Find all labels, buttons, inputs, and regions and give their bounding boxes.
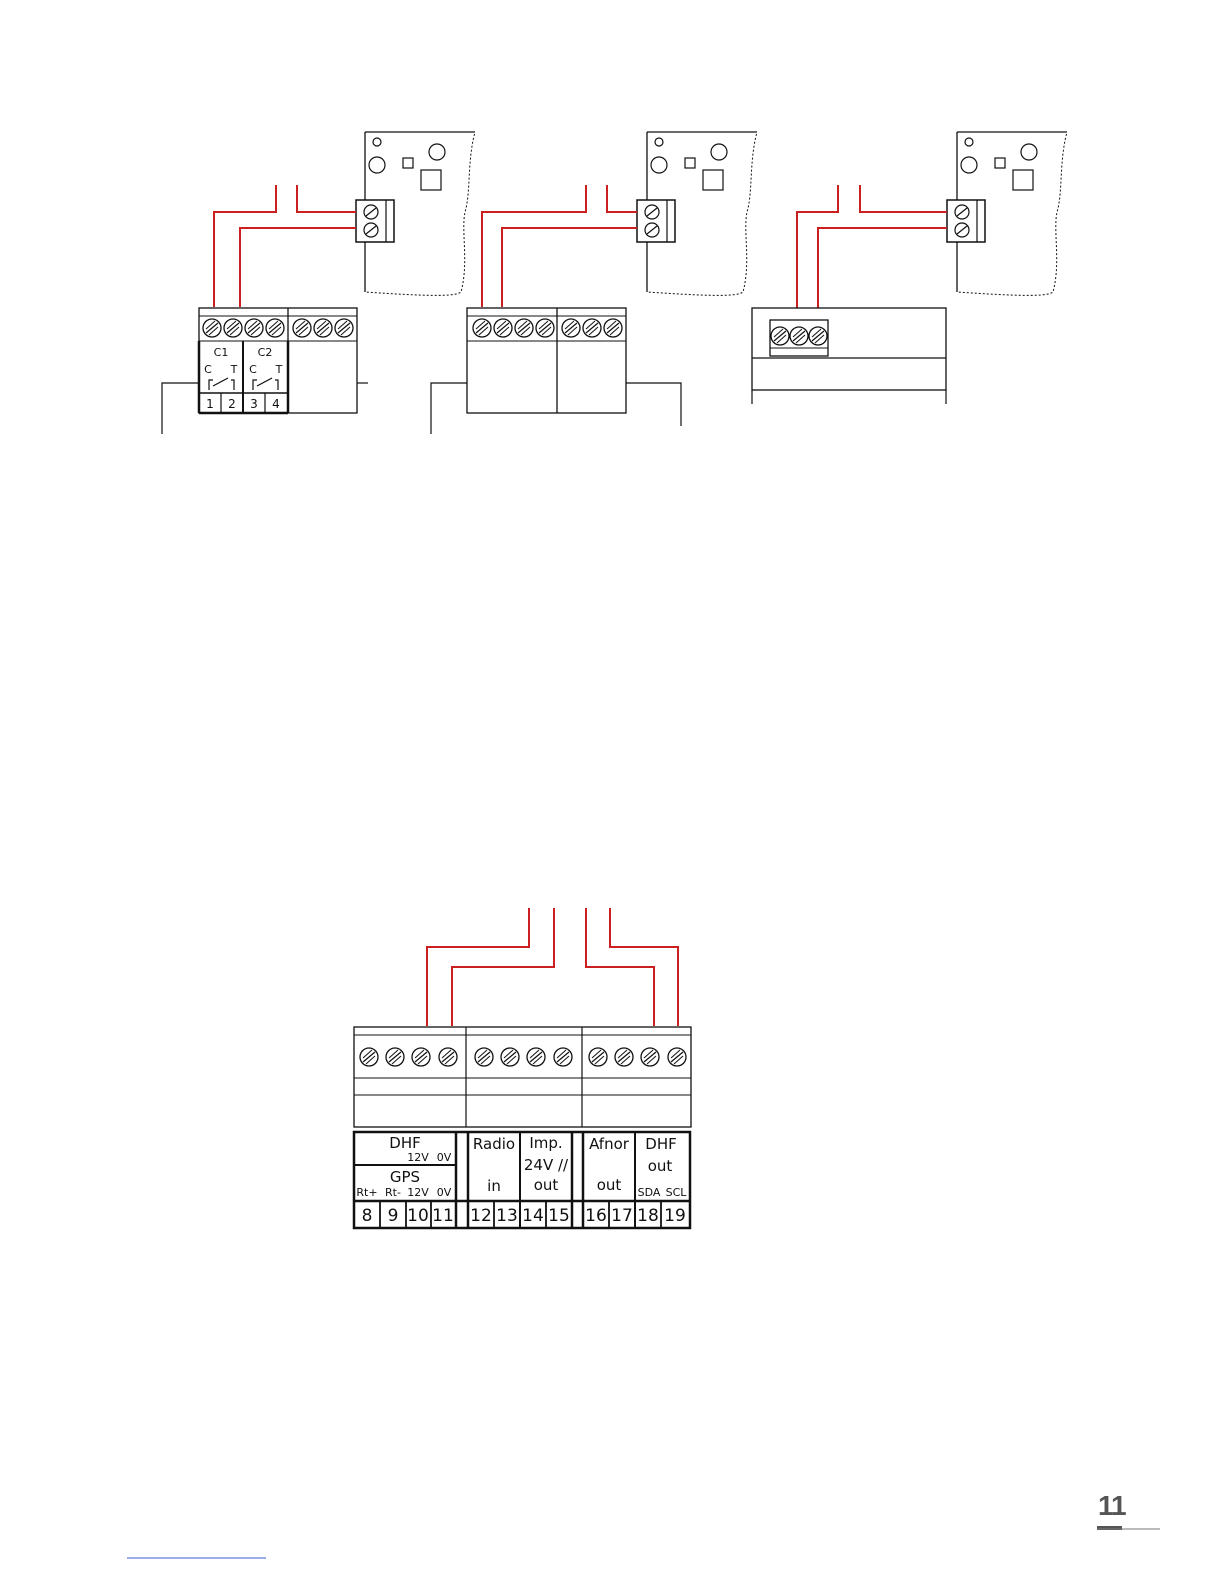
dhf-12v-label: 12V: [407, 1151, 429, 1164]
terminal-number: 13: [496, 1206, 518, 1226]
terminal-number: 8: [362, 1206, 373, 1226]
diagram-1: C1 C2 C T C T 1 2 3 4: [162, 132, 475, 434]
relay-label-c2: C2: [258, 346, 273, 359]
gps-12v-label: 12V: [407, 1186, 429, 1199]
terminal-number: 4: [272, 397, 280, 411]
terminal-number: 18: [637, 1206, 659, 1226]
terminal-number: 11: [432, 1206, 454, 1226]
pcb-terminal-1: [356, 200, 394, 242]
scl-label: SCL: [666, 1186, 688, 1199]
pcb-terminal-2: [637, 200, 675, 242]
terminal-number: 17: [611, 1206, 633, 1226]
main-terminal-block: [354, 1027, 691, 1127]
dhf-out-out-label: out: [648, 1157, 673, 1175]
terminal-number: 9: [388, 1206, 399, 1226]
red-wires-2: [482, 185, 637, 307]
radio-in-label: in: [487, 1177, 501, 1195]
afnor-out-label: out: [597, 1176, 622, 1194]
imp-label: Imp.: [529, 1134, 562, 1152]
gps-0v-label: 0V: [437, 1186, 452, 1199]
terminal-number: 16: [585, 1206, 607, 1226]
red-wires-main: [427, 908, 678, 1026]
dhf-out-label: DHF: [645, 1135, 676, 1153]
gps-rt-minus-label: Rt-: [385, 1186, 401, 1199]
diagram-3: [752, 132, 1067, 404]
terminal-number: 12: [470, 1206, 492, 1226]
page-number: 11: [1098, 1490, 1126, 1522]
terminal-block-3: [752, 308, 946, 404]
dhf-label: DHF: [389, 1134, 420, 1152]
red-wires-1: [214, 185, 356, 307]
afnor-label: Afnor: [589, 1135, 630, 1153]
radio-label: Radio: [473, 1135, 515, 1153]
terminal-block-1: C1 C2 C T C T 1 2 3 4: [162, 308, 368, 434]
terminal-label-table: DHF 12V 0V GPS Rt+ Rt- 12V 0V Radio in I…: [354, 1132, 690, 1228]
dhf-0v-label: 0V: [437, 1151, 452, 1164]
terminal-number: 3: [250, 397, 258, 411]
terminal-number: 19: [664, 1206, 686, 1226]
main-terminal-diagram: DHF 12V 0V GPS Rt+ Rt- 12V 0V Radio in I…: [354, 908, 691, 1228]
contact-label: C: [249, 363, 257, 376]
terminal-number: 15: [548, 1206, 570, 1226]
terminal-number: 2: [228, 397, 236, 411]
terminal-number: 1: [206, 397, 214, 411]
terminal-block-2: [431, 308, 681, 434]
pcb-terminal-3: [947, 200, 985, 242]
gps-rt-plus-label: Rt+: [356, 1186, 377, 1199]
diagram-2: [431, 132, 757, 434]
terminal-number: 10: [407, 1206, 429, 1226]
contact-label: C: [204, 363, 212, 376]
red-wires-3: [797, 185, 947, 320]
relay-label-c1: C1: [214, 346, 229, 359]
imp-out-label: out: [534, 1176, 559, 1194]
terminal-number: 14: [522, 1206, 544, 1226]
gps-label: GPS: [390, 1168, 420, 1186]
contact-label: T: [230, 363, 238, 376]
imp-24v-label: 24V //: [524, 1156, 569, 1174]
footer-rules: [127, 1528, 1160, 1558]
contact-label: T: [275, 363, 283, 376]
sda-label: SDA: [638, 1186, 661, 1199]
